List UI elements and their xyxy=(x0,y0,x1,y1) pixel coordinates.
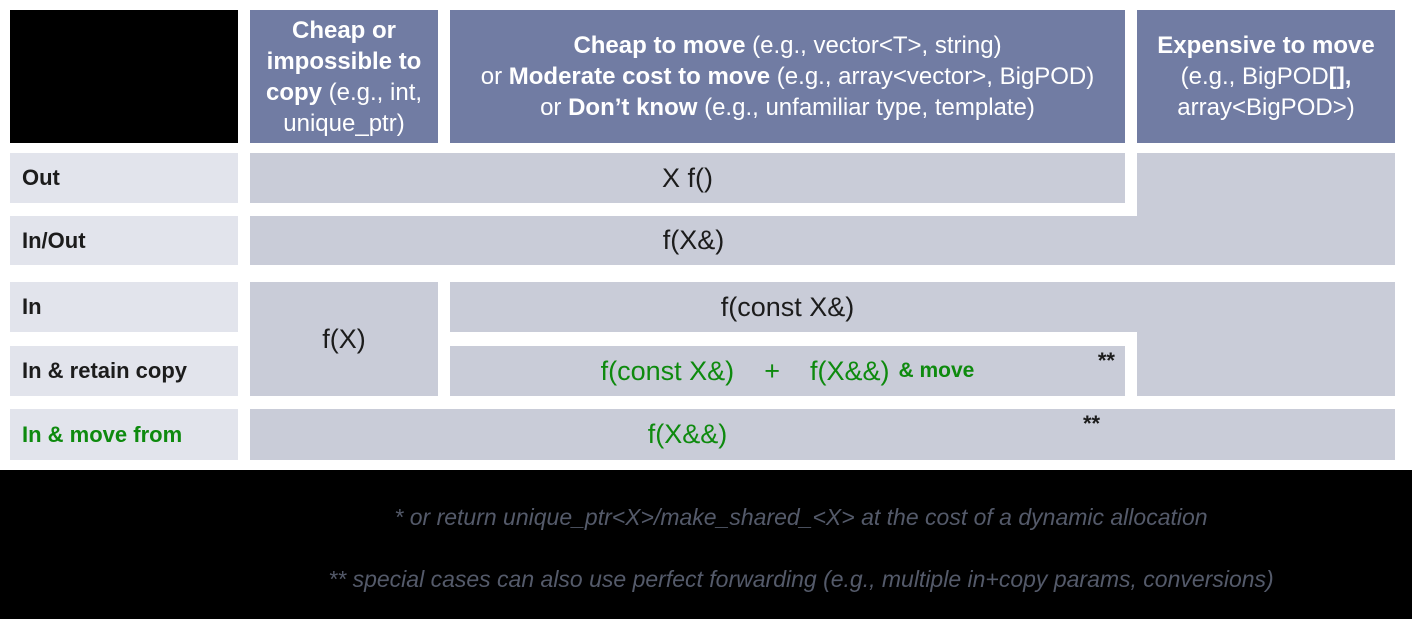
row-label-in: In xyxy=(10,282,238,332)
double-asterisk-marker: ** xyxy=(1083,411,1101,436)
header-line-1: Expensive to move xyxy=(1157,32,1375,59)
code-f-xrefref: f(X&&) xyxy=(647,419,728,449)
code-f-const-xref-wrap: f(const X&) xyxy=(450,282,1125,332)
header-line-2: (e.g., BigPOD[], xyxy=(1180,63,1352,90)
plus-sign: + xyxy=(764,355,780,386)
code-f-x: f(X) xyxy=(322,323,366,354)
footer-notes: * or return unique_ptr<X>/make_shared_<X… xyxy=(0,470,1412,619)
footnote-1: * or return unique_ptr<X>/make_shared_<X… xyxy=(394,504,1208,530)
double-asterisk-marker: ** xyxy=(1097,348,1115,373)
col-header-cheap-or-moderate-move: Cheap to move (e.g., vector<T>, string) … xyxy=(450,10,1125,143)
row-label-out: Out xyxy=(10,153,238,203)
code-f-xrefref-wrap: f(X&&) xyxy=(250,409,1125,460)
cell-expensive-out-empty xyxy=(1137,153,1395,265)
cell-move-from: f(X&&) ** xyxy=(250,409,1395,460)
col-header-cheap-or-impossible-to-copy: Cheap or impossible to copy (e.g., int, … xyxy=(250,10,438,143)
header-line-3: array<BigPOD>) xyxy=(1177,94,1355,121)
cell-in-f-x-copy: f(X) xyxy=(250,282,438,396)
and-move-tag: & move xyxy=(898,359,975,382)
cell-inout-f-xref: f(X&) xyxy=(250,216,1137,265)
row-label-in-move-from: In & move from xyxy=(10,409,238,460)
row-label-in-out: In/Out xyxy=(10,216,238,265)
cell-out-x-f: X f() xyxy=(250,153,1125,203)
code-f-const-xref-green: f(const X&) xyxy=(600,355,735,386)
row-label-in-retain-copy: In & retain copy xyxy=(10,346,238,396)
code-f-xref: f(X&) xyxy=(662,225,725,255)
cell-expensive-in-empty xyxy=(1137,282,1395,396)
col-header-text: Cheap or impossible to copy (e.g., int, … xyxy=(265,16,423,137)
code-f-const-xref: f(const X&) xyxy=(720,291,855,322)
header-line-1: Cheap to move (e.g., vector<T>, string) xyxy=(573,32,1002,59)
col-header-expensive-to-move: Expensive to move (e.g., BigPOD[], array… xyxy=(1137,10,1395,143)
header-line-2: or Moderate cost to move (e.g., array<ve… xyxy=(480,63,1095,90)
code-x-f: X f() xyxy=(662,162,713,193)
code-f-xrefref-green: f(X&&) xyxy=(809,355,890,386)
corner-black-box xyxy=(10,10,238,143)
footnote-2: ** special cases can also use perfect fo… xyxy=(328,566,1274,592)
cell-retain-copy: f(const X&) + f(X&&) & move ** xyxy=(450,346,1125,396)
header-line-3: or Don’t know (e.g., unfamiliar type, te… xyxy=(540,94,1035,121)
